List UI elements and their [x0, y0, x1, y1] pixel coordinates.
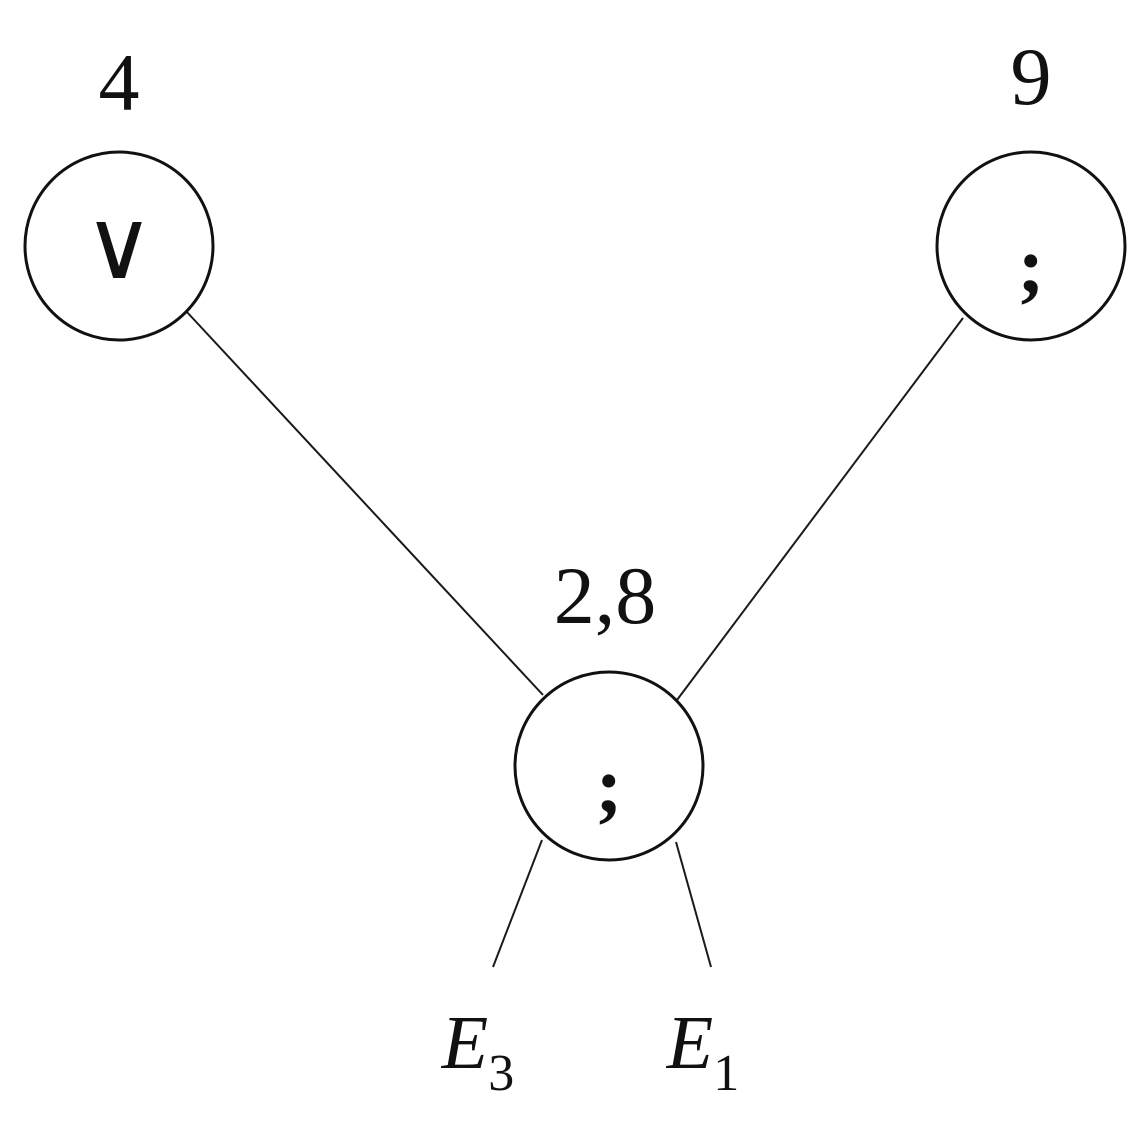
edge-center-to-leaf-left — [492, 839, 543, 968]
edge-left-to-center — [185, 310, 544, 696]
leaf-right-subscript: 1 — [713, 1045, 739, 1102]
node-center-symbol: ; — [596, 742, 623, 830]
node-right-symbol: ; — [1018, 222, 1045, 310]
node-center: 2,8 ; — [513, 550, 705, 862]
node-left-symbol: ∨ — [84, 192, 154, 299]
leaf-right-letter: E — [666, 1001, 713, 1085]
node-right-circle — [935, 150, 1127, 342]
leaf-left: E3 — [441, 1001, 514, 1102]
leaf-right: E1 — [666, 1001, 739, 1102]
leaf-left-subscript: 3 — [488, 1045, 514, 1102]
edge-center-to-leaf-right — [675, 841, 712, 968]
node-left-label: 4 — [99, 37, 140, 128]
node-center-label: 2,8 — [554, 550, 657, 641]
node-center-circle — [513, 670, 705, 862]
node-left-circle — [23, 150, 215, 342]
edge-right-to-center — [676, 317, 964, 701]
node-left: 4 ∨ — [23, 37, 215, 342]
leaf-left-letter: E — [441, 1001, 488, 1085]
node-right-label: 9 — [1011, 31, 1052, 122]
node-right: 9 ; — [935, 31, 1127, 342]
